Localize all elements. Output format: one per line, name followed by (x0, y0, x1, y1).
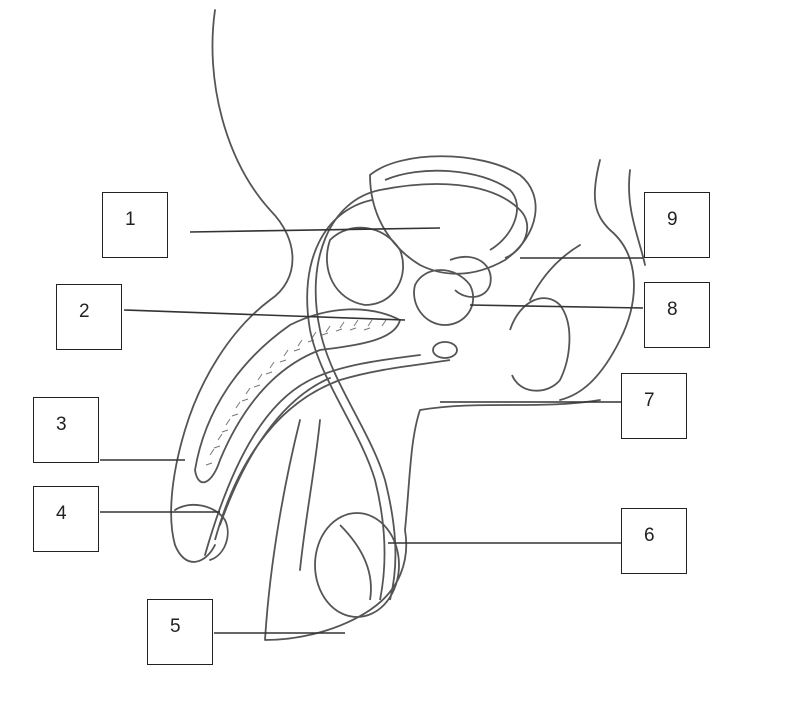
label-box-5[interactable]: 5 (147, 599, 213, 665)
bladder (370, 156, 536, 274)
label-number: 7 (644, 390, 655, 412)
back-outline (560, 160, 634, 400)
label-number: 6 (644, 525, 655, 547)
label-number: 4 (56, 503, 67, 525)
label-box-1[interactable]: 1 (102, 192, 168, 258)
label-box-4[interactable]: 4 (33, 486, 99, 552)
glans-outline (175, 505, 228, 560)
label-box-3[interactable]: 3 (33, 397, 99, 463)
scrotum-outline (265, 400, 600, 640)
leader-line-1 (190, 228, 440, 232)
penis-inner-outline (205, 355, 420, 555)
penis-underside (220, 378, 330, 525)
label-box-9[interactable]: 9 (644, 192, 710, 258)
testis (315, 513, 399, 617)
label-number: 3 (56, 414, 67, 436)
label-box-7[interactable]: 7 (621, 373, 687, 439)
urethra (215, 360, 450, 540)
spine-curve (530, 245, 580, 300)
prostate (414, 270, 473, 325)
rectum (510, 298, 569, 391)
leader-line-2 (124, 310, 405, 320)
label-number: 1 (125, 209, 136, 231)
stipple-texture (206, 320, 386, 465)
label-box-2[interactable]: 2 (56, 284, 122, 350)
label-number: 9 (667, 209, 678, 231)
pubic-bone (327, 228, 403, 305)
label-box-8[interactable]: 8 (644, 282, 710, 348)
label-number: 8 (667, 299, 678, 321)
corpus-cavernosum (195, 309, 400, 482)
label-number: 5 (170, 616, 181, 638)
back-outline-2 (629, 170, 645, 265)
label-number: 2 (79, 301, 90, 323)
bulbourethral-gland (433, 342, 457, 358)
bladder-inner (385, 171, 517, 250)
epididymis (340, 525, 371, 600)
leader-line-8 (470, 305, 643, 308)
seminal-vesicle (450, 257, 491, 297)
label-box-6[interactable]: 6 (621, 508, 687, 574)
